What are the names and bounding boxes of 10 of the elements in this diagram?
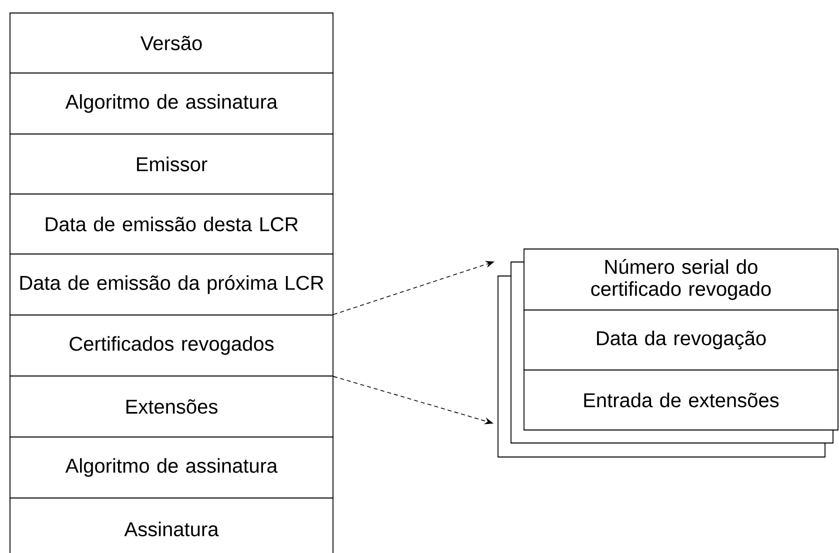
field-box: Data de emissão da próxima LCR xyxy=(10,254,334,316)
field-box: Assinatura xyxy=(10,498,334,553)
field-box: Versão xyxy=(10,12,334,74)
field-box: Certificados revogados xyxy=(10,314,334,376)
field-box: Algoritmo de assinatura xyxy=(10,436,334,498)
field-box: Data de emissão desta LCR xyxy=(10,194,334,254)
field-box: Emissor xyxy=(10,134,334,194)
field-box: Algoritmo de assinatura xyxy=(10,72,334,134)
field-box: Extensões xyxy=(10,376,334,438)
field-box: Número serial do certificado revogado xyxy=(524,248,838,310)
